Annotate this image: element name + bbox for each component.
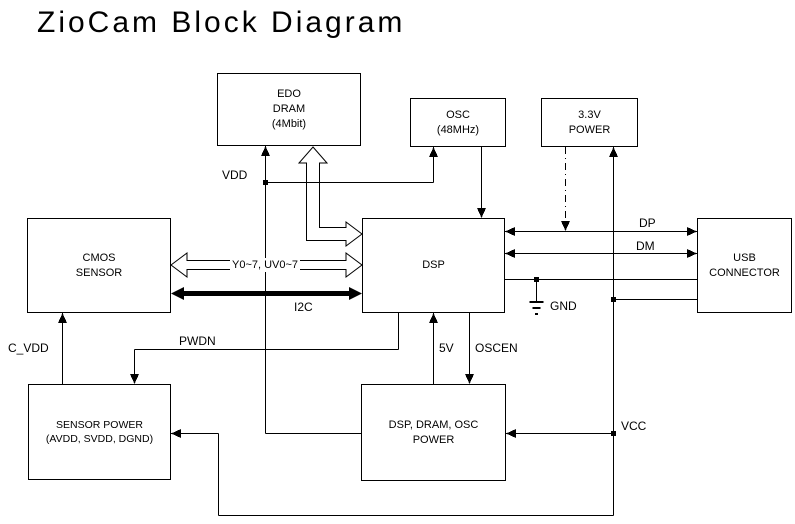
label-gnd: GND xyxy=(550,299,577,313)
arrowhead-down-icon xyxy=(130,374,139,384)
junction-dot xyxy=(263,180,268,185)
arrowhead-up-icon xyxy=(429,313,438,323)
arrowhead-right-icon xyxy=(687,227,697,236)
i2c-bus-arrow xyxy=(171,287,362,300)
block-dsp-dram-osc-power: DSP, DRAM, OSC POWER xyxy=(361,384,506,481)
wire-gnd xyxy=(505,277,697,315)
wire-3v3-dashdot xyxy=(561,147,570,231)
block-usb-connector: USB CONNECTOR xyxy=(697,218,792,313)
wire-dm xyxy=(505,249,697,258)
wire-oscen xyxy=(465,313,474,384)
label-5v: 5V xyxy=(439,341,454,355)
label-vdd: VDD xyxy=(222,168,248,182)
wire-5v xyxy=(429,313,438,384)
wire-dp xyxy=(505,227,697,236)
block-osc: OSC (48MHz) xyxy=(410,98,506,147)
memory-bus-arrow xyxy=(297,146,363,247)
wire-pwdn xyxy=(130,313,399,384)
arrowhead-down-icon xyxy=(477,208,486,218)
label-dm: DM xyxy=(636,239,655,253)
wire-vdd xyxy=(261,146,438,434)
arrowhead-up-icon xyxy=(429,147,438,157)
arrowhead-left-icon xyxy=(506,429,516,438)
label-i2c: I2C xyxy=(294,300,313,314)
label-pwdn: PWDN xyxy=(179,334,216,348)
label-video-bus: Y0~7, UV0~7 xyxy=(230,258,301,272)
wire-vcc-to-sensor-power xyxy=(171,429,614,516)
arrowhead-up-icon xyxy=(58,313,67,323)
wire-osc-clock xyxy=(477,147,486,218)
wire-c-vdd xyxy=(58,313,67,384)
arrowhead-down-icon xyxy=(465,374,474,384)
block-edo-dram: EDO DRAM (4Mbit) xyxy=(217,73,361,146)
arrowhead-up-icon xyxy=(261,146,270,156)
ground-symbol-icon xyxy=(529,301,544,315)
arrowhead-left-icon xyxy=(505,227,515,236)
label-vcc: VCC xyxy=(621,419,647,433)
wire-vcc-to-system-power xyxy=(506,429,614,438)
block-cmos-sensor: CMOS SENSOR xyxy=(27,218,171,313)
arrowhead-left-icon xyxy=(171,429,181,438)
label-c-vdd: C_VDD xyxy=(8,341,49,355)
block-sensor-power: SENSOR POWER (AVDD, SVDD, DGND) xyxy=(28,384,171,480)
arrowhead-left-icon xyxy=(505,249,515,258)
arrowhead-down-icon xyxy=(561,221,570,231)
block-dsp: DSP xyxy=(362,218,505,313)
wire-vcc-rail xyxy=(609,147,618,516)
label-oscen: OSCEN xyxy=(475,341,518,355)
label-dp: DP xyxy=(639,216,656,230)
arrowhead-up-icon xyxy=(609,147,618,157)
arrowhead-right-icon xyxy=(687,249,697,258)
diagram-title: ZioCam Block Diagram xyxy=(37,6,406,39)
block-3v3-power: 3.3V POWER xyxy=(541,98,638,147)
